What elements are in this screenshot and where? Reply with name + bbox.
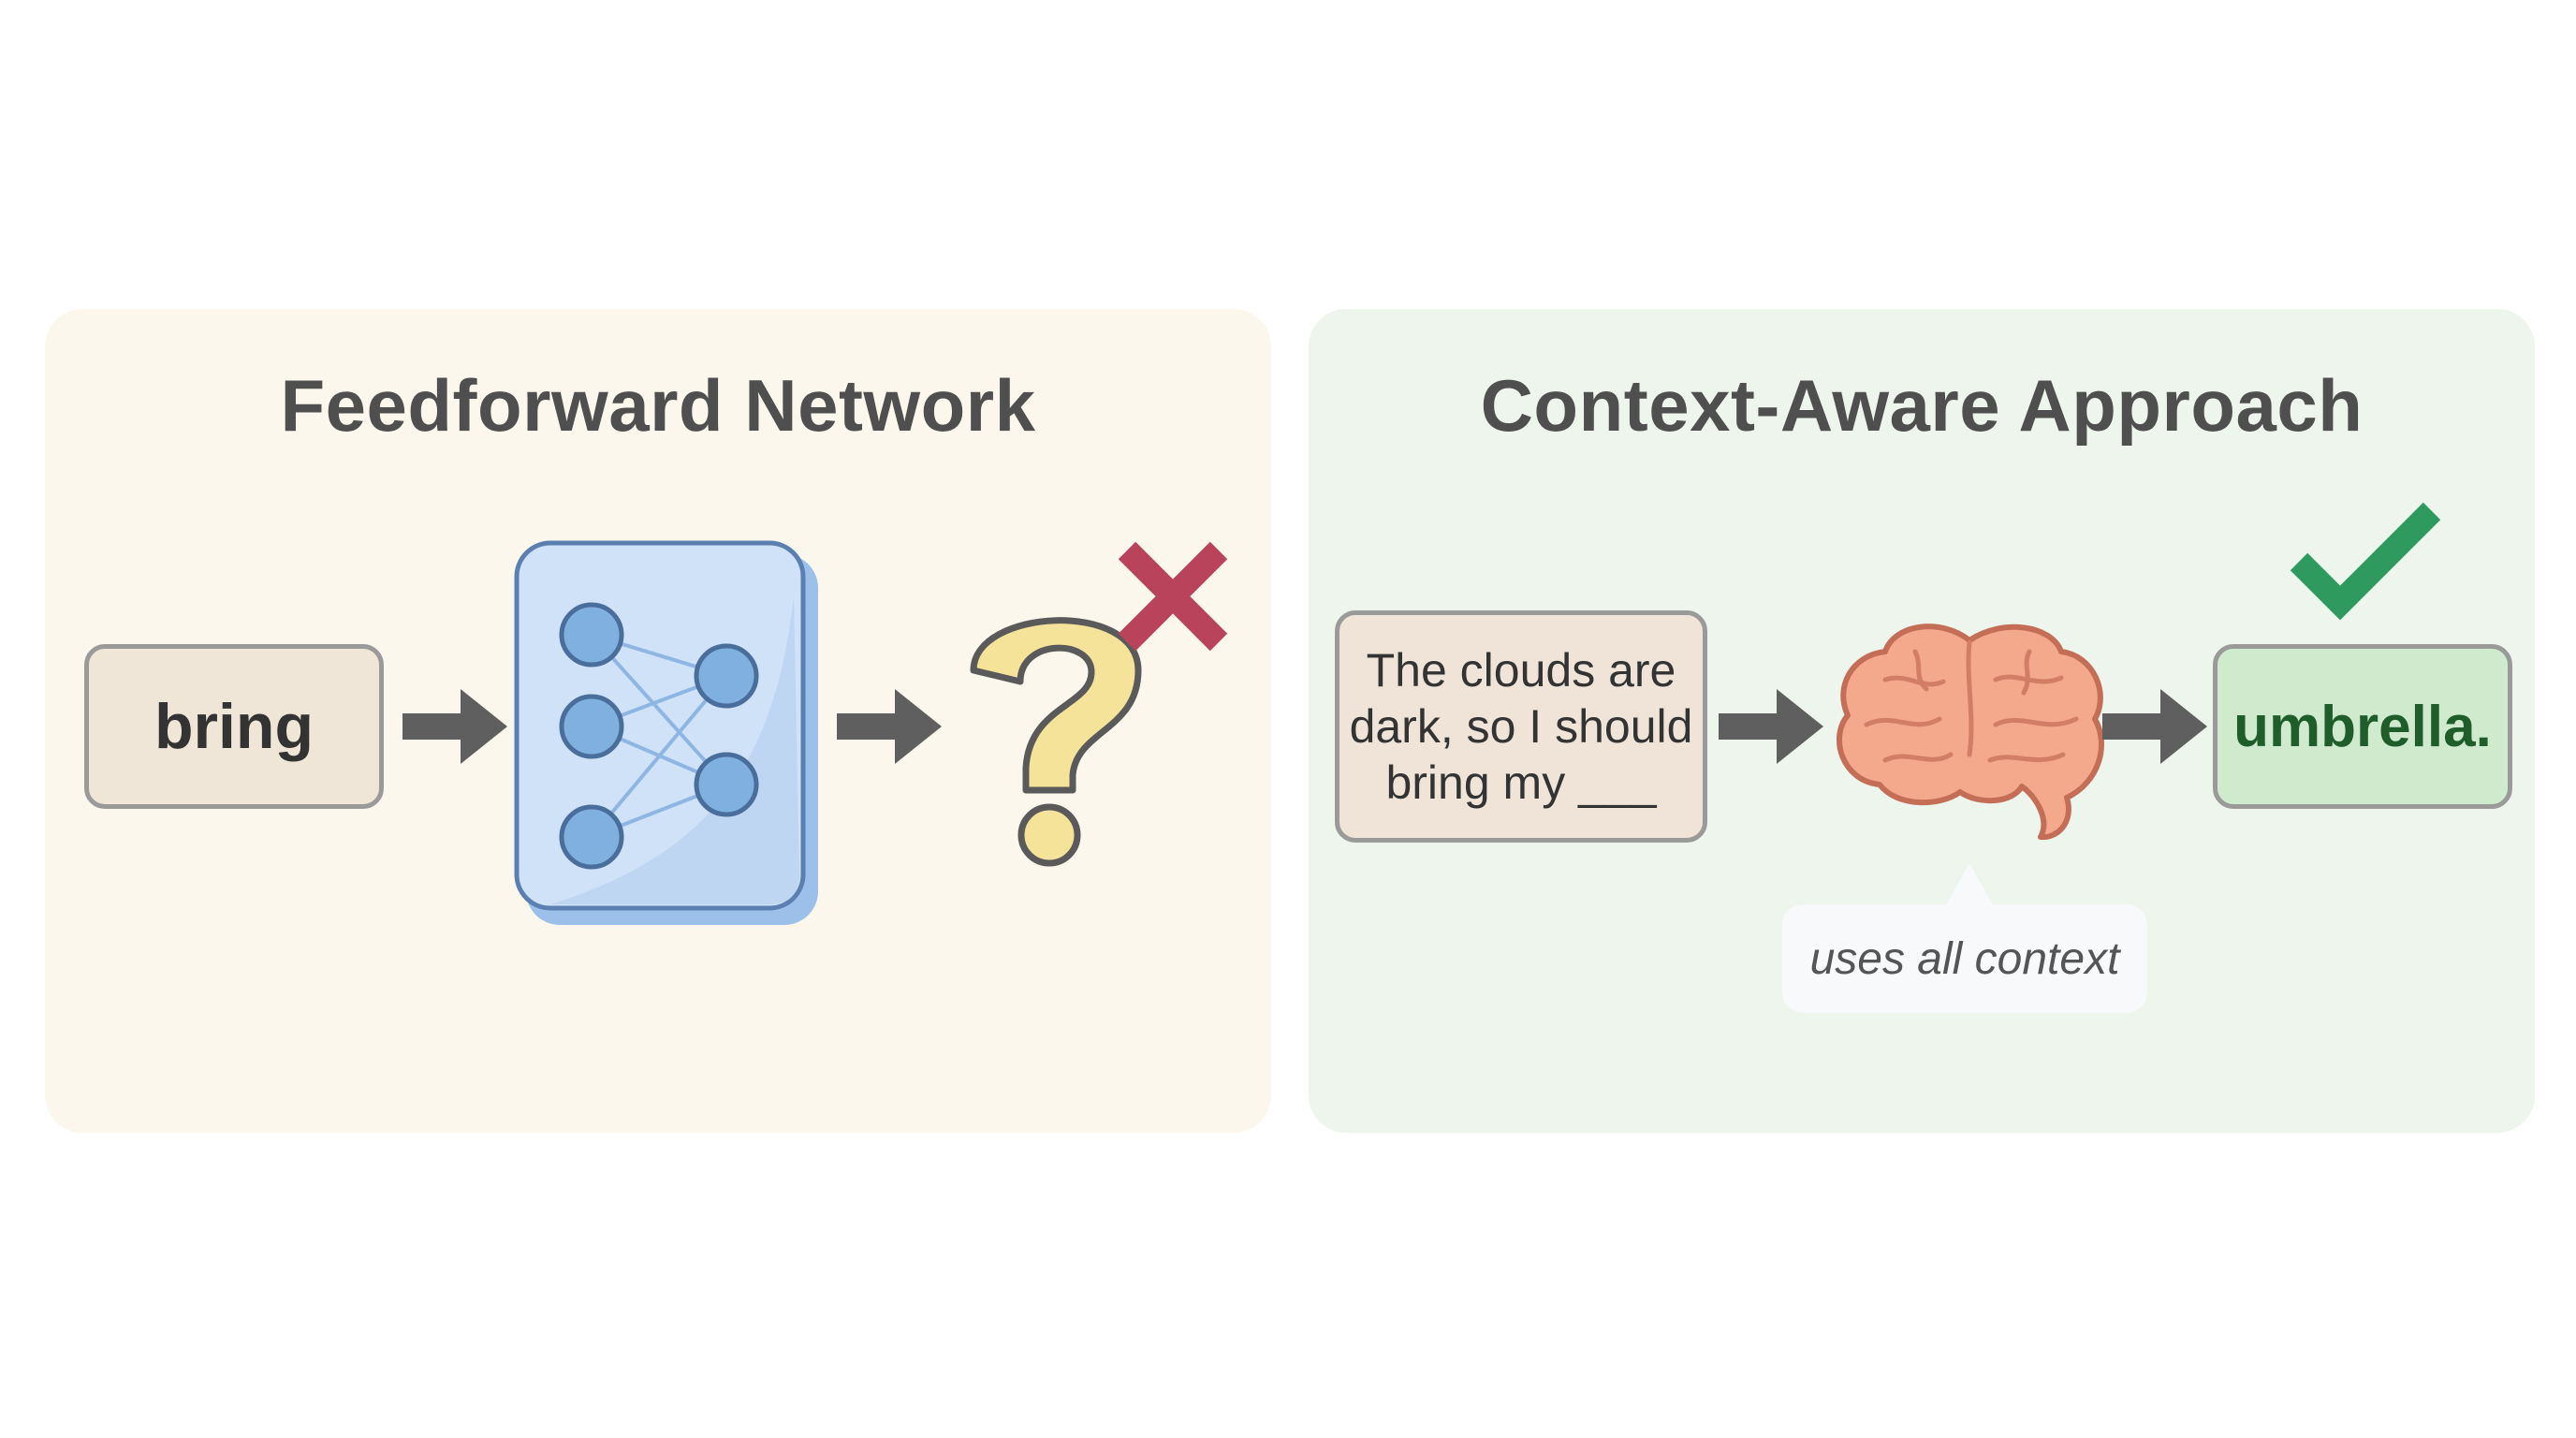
green-check-icon: [2290, 502, 2441, 621]
context-aware-title: Context-Aware Approach: [1480, 364, 2364, 447]
brain-icon: [1837, 624, 2104, 841]
red-x-icon: [1118, 541, 1228, 652]
caption-bubble: uses all context: [1782, 904, 2147, 1013]
answer-label: umbrella.: [2233, 694, 2492, 759]
caption-bubble-tail: [1945, 863, 1994, 906]
context-sentence-box: The clouds are dark, so I should bring m…: [1335, 610, 1707, 843]
context-line: dark, so I should: [1349, 700, 1693, 753]
context-line: The clouds are: [1366, 644, 1676, 697]
answer-box: umbrella.: [2213, 644, 2512, 809]
feedforward-panel: Feedforward Network bring: [45, 309, 1271, 1133]
caption-text: uses all context: [1809, 933, 2120, 984]
arrow-right-icon: [837, 689, 942, 764]
context-aware-panel: Context-Aware Approach The clouds are da…: [1309, 309, 2535, 1133]
input-word-box: bring: [84, 644, 384, 809]
question-mark-icon: [970, 617, 1142, 867]
arrow-right-icon: [2102, 689, 2207, 764]
input-word-label: bring: [154, 691, 314, 762]
feedforward-title: Feedforward Network: [280, 364, 1036, 447]
arrow-right-icon: [1719, 689, 1823, 764]
arrow-right-icon: [402, 689, 507, 764]
neural-network-icon: [514, 540, 818, 925]
context-line: bring my ___: [1385, 756, 1657, 809]
